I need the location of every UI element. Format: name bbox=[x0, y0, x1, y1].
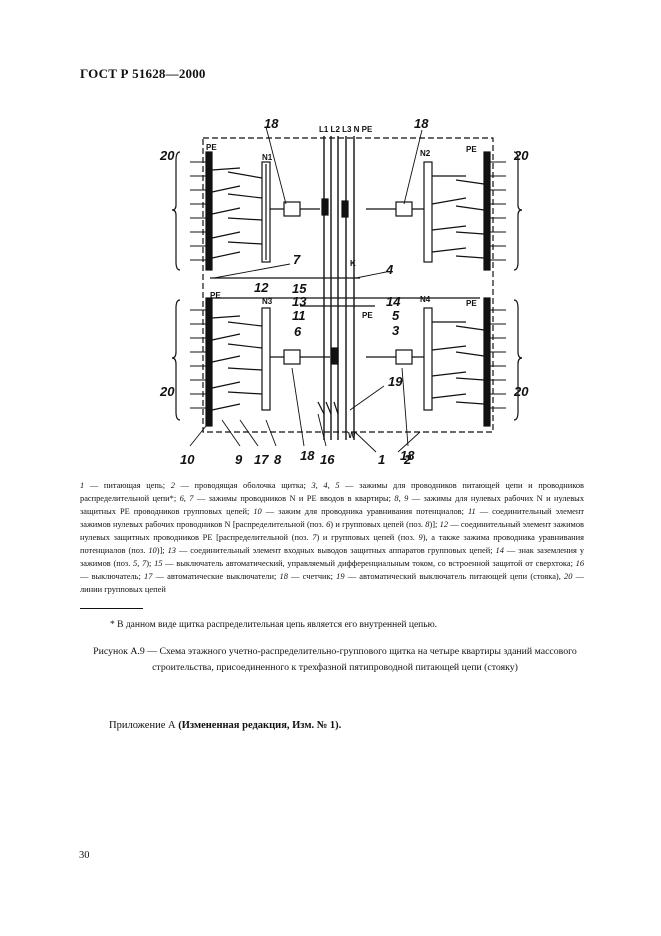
appendix-bold: (Измененная редакция, Изм. № 1). bbox=[178, 720, 342, 731]
label-N4: N4 bbox=[420, 295, 431, 304]
label-8: 8 bbox=[274, 452, 282, 467]
label-N2: N2 bbox=[420, 149, 431, 158]
label-4: 4 bbox=[385, 262, 394, 277]
enclosure-outline bbox=[202, 137, 494, 433]
label-20-top-right: 20 bbox=[513, 148, 529, 163]
label-20-top-left: 20 bbox=[159, 148, 175, 163]
label-16: 16 bbox=[320, 452, 335, 467]
footnote-rule bbox=[80, 608, 143, 609]
label-12: 12 bbox=[254, 280, 269, 295]
page-number: 30 bbox=[79, 850, 90, 861]
label-3: 3 bbox=[392, 323, 400, 338]
label-18-bot-a: 18 bbox=[300, 448, 315, 463]
label-19: 19 bbox=[388, 374, 403, 389]
label-10: 10 bbox=[180, 452, 195, 467]
label-14: 14 bbox=[386, 294, 401, 309]
label-18-top-right: 18 bbox=[414, 116, 429, 131]
label-2: 2 bbox=[403, 452, 412, 467]
label-N3: N3 bbox=[262, 297, 273, 306]
footnote: * В данном виде щитка распределительная … bbox=[110, 620, 438, 630]
label-N1: N1 bbox=[262, 153, 273, 162]
label-w: W bbox=[348, 431, 356, 440]
page-header: ГОСТ Р 51628—2000 bbox=[80, 66, 206, 81]
label-pe-bl: PE bbox=[210, 291, 221, 300]
label-6: 6 bbox=[294, 324, 302, 339]
label-20-bot-right: 20 bbox=[513, 384, 529, 399]
label-k: K bbox=[350, 259, 356, 268]
label-pe-c: PE bbox=[362, 311, 373, 320]
figure-caption: Рисунок А.9 — Схема этажного учетно-расп… bbox=[93, 646, 577, 673]
label-18-bot-b: 18 bbox=[400, 448, 415, 463]
appendix-note: Приложение А (Измененная редакция, Изм. … bbox=[109, 720, 341, 731]
label-pe-tr: PE bbox=[466, 145, 477, 154]
label-18-top-left: 18 bbox=[264, 116, 279, 131]
label-buses: L1 L2 L3 N PE bbox=[319, 125, 373, 134]
label-pe-br: PE bbox=[466, 299, 477, 308]
label-11: 11 bbox=[292, 308, 306, 323]
label-5: 5 bbox=[392, 308, 400, 323]
label-9: 9 bbox=[235, 452, 243, 467]
label-15: 15 bbox=[292, 281, 307, 296]
label-pe-tl: PE bbox=[206, 143, 217, 152]
bus-lines bbox=[323, 136, 355, 440]
wiring-diagram: 20 20 20 20 18 18 18 18 7 4 14 5 3 12 15… bbox=[159, 116, 529, 467]
label-1: 1 bbox=[378, 452, 385, 467]
label-13: 13 bbox=[292, 294, 307, 309]
label-20-bot-left: 20 bbox=[159, 384, 175, 399]
legend-text: 1 — питающая цепь; 2 — проводящая оболоч… bbox=[80, 481, 585, 594]
appendix-plain: Приложение А bbox=[109, 720, 176, 731]
group-right-bottom bbox=[366, 297, 523, 427]
group-left-top bbox=[171, 151, 329, 271]
label-7: 7 bbox=[293, 252, 301, 267]
group-right-top bbox=[341, 151, 523, 271]
group-left-bottom bbox=[171, 297, 339, 427]
label-17: 17 bbox=[254, 452, 269, 467]
